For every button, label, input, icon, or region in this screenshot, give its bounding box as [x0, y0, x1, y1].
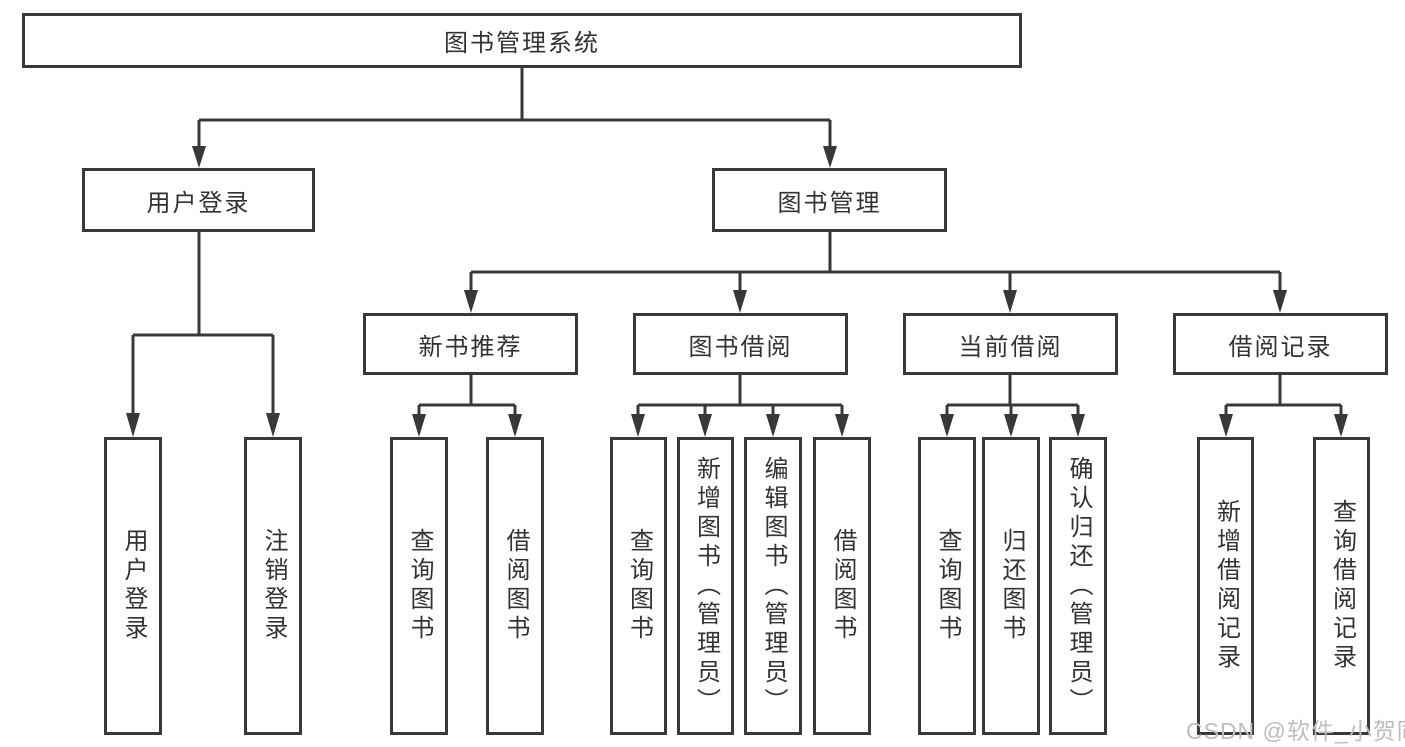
- leaf-query-books-current-label: 查询图书: [934, 528, 961, 644]
- node-borrow-records-label: 借阅记录: [1228, 333, 1333, 361]
- node-user-login-label: 用户登录: [146, 189, 251, 217]
- leaf-logout-label: 注销登录: [260, 528, 287, 644]
- leaf-return-books-label: 归还图书: [998, 528, 1025, 644]
- csdn-watermark: CSDN @软件_小贺同学: [1186, 718, 1405, 744]
- node-root: 图书管理系统: [22, 13, 1022, 68]
- node-book-management-label: 图书管理: [777, 189, 882, 217]
- leaf-logout: 注销登录: [244, 437, 302, 735]
- leaf-edit-books-admin-label: 编辑图书（管理员）: [760, 455, 787, 717]
- leaf-confirm-return-admin: 确认归还（管理员）: [1049, 437, 1107, 735]
- leaf-query-books-recommend: 查询图书: [390, 437, 448, 735]
- node-new-book-recommend-label: 新书推荐: [418, 333, 523, 361]
- leaf-edit-books-admin: 编辑图书（管理员）: [744, 437, 802, 735]
- leaf-add-borrow-record-label: 新增借阅记录: [1212, 499, 1240, 673]
- node-book-borrow-label: 图书借阅: [688, 333, 793, 361]
- node-user-login: 用户登录: [82, 168, 315, 232]
- node-borrow-records: 借阅记录: [1173, 313, 1388, 375]
- leaf-query-borrow-record: 查询借阅记录: [1313, 437, 1370, 735]
- leaf-borrow-books-recommend-label: 借阅图书: [502, 528, 529, 644]
- leaf-confirm-return-admin-label: 确认归还（管理员）: [1065, 455, 1092, 717]
- node-book-borrow: 图书借阅: [633, 313, 848, 375]
- leaf-user-login: 用户登录: [104, 437, 162, 735]
- node-root-label: 图书管理系统: [444, 30, 600, 57]
- node-book-management: 图书管理: [712, 168, 947, 232]
- leaf-return-books: 归还图书: [982, 437, 1040, 735]
- leaf-query-borrow-record-label: 查询借阅记录: [1328, 499, 1356, 673]
- leaf-user-login-label: 用户登录: [120, 528, 147, 644]
- node-new-book-recommend: 新书推荐: [363, 313, 578, 375]
- leaf-query-books-borrow: 查询图书: [610, 437, 667, 735]
- node-current-borrow-label: 当前借阅: [958, 333, 1063, 361]
- leaf-query-books-recommend-label: 查询图书: [406, 528, 433, 644]
- leaf-query-books-current: 查询图书: [918, 437, 976, 735]
- leaf-add-books-admin-label: 新增图书（管理员）: [692, 455, 720, 717]
- node-current-borrow: 当前借阅: [903, 313, 1118, 375]
- leaf-borrow-books-label: 借阅图书: [829, 528, 856, 644]
- leaf-borrow-books: 借阅图书: [813, 437, 871, 735]
- leaf-borrow-books-recommend: 借阅图书: [486, 437, 544, 735]
- leaf-query-books-borrow-label: 查询图书: [625, 528, 653, 644]
- leaf-add-borrow-record: 新增借阅记录: [1197, 437, 1254, 735]
- leaf-add-books-admin: 新增图书（管理员）: [677, 437, 734, 735]
